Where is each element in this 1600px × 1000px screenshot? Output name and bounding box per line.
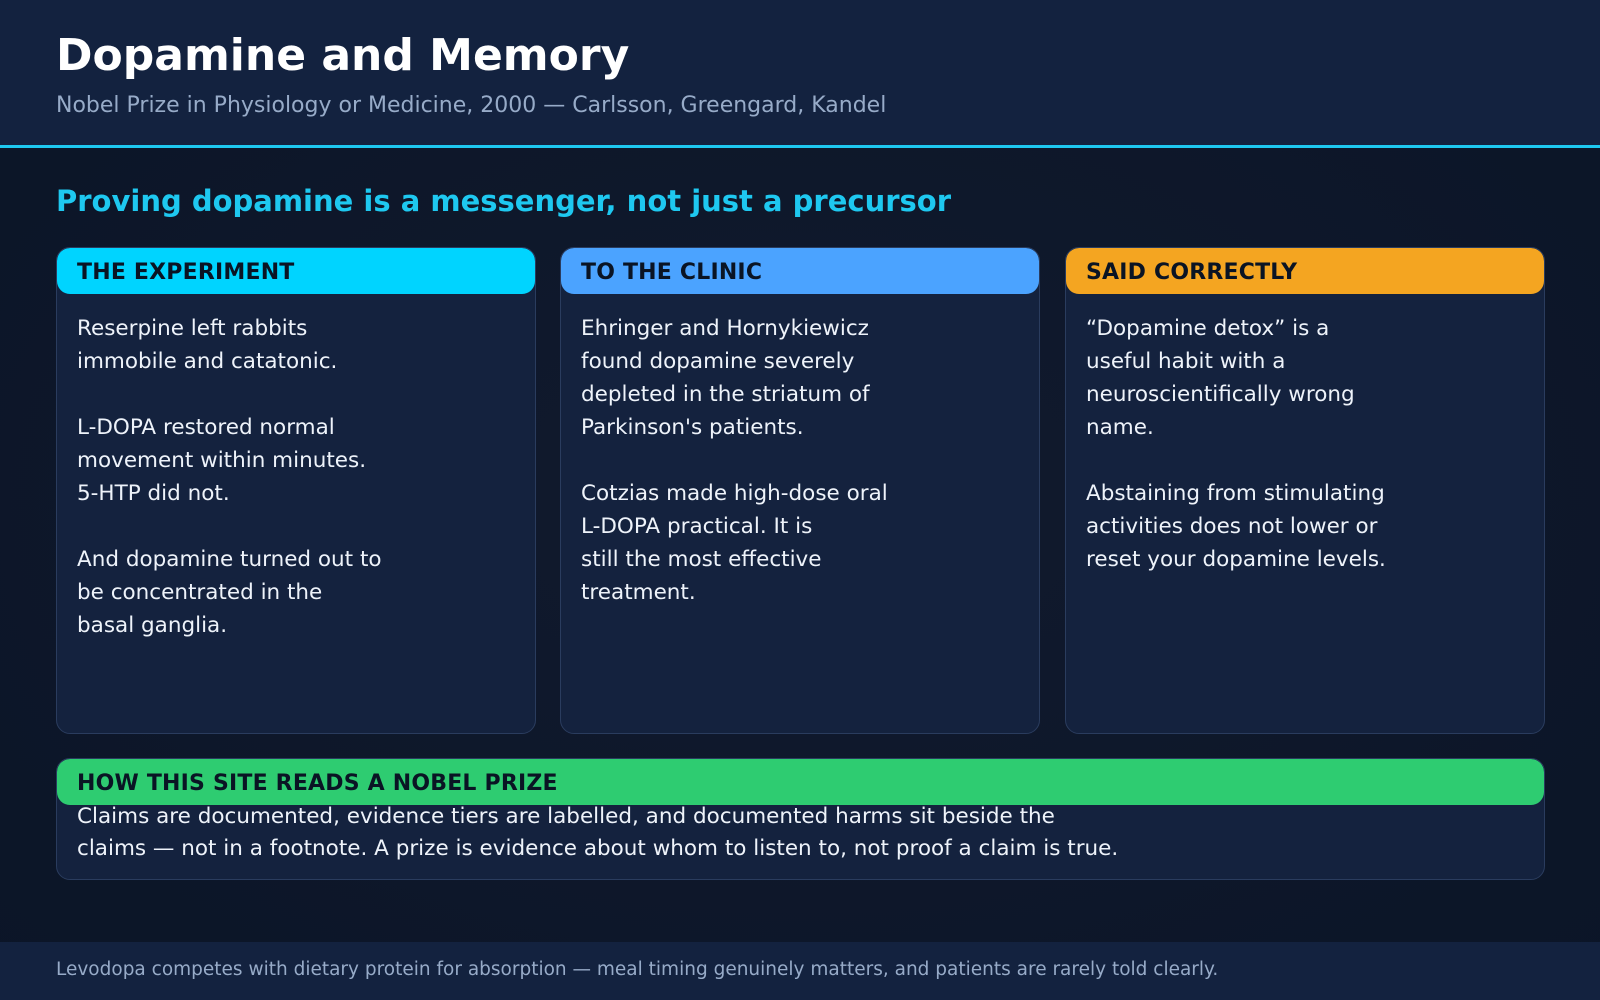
card-clinic-paragraph: Ehringer and Hornykiewicz found dopamine… (581, 316, 870, 440)
card-experiment: THE EXPERIMENT Reserpine left rabbits im… (56, 247, 536, 734)
card-nobel-reading-header: HOW THIS SITE READS A NOBEL PRIZE (57, 759, 1544, 805)
footer-note: Levodopa competes with dietary protein f… (56, 959, 1219, 980)
card-nobel-reading-body: Claims are documented, evidence tiers ar… (77, 804, 1119, 861)
card-clinic-title: TO THE CLINIC (581, 260, 763, 285)
card-experiment-header: THE EXPERIMENT (57, 248, 535, 294)
card-said-correctly-header: SAID CORRECTLY (1066, 248, 1544, 294)
card-experiment-paragraph: L-DOPA restored normal movement within m… (77, 415, 367, 506)
card-experiment-paragraph: Reserpine left rabbits immobile and cata… (77, 316, 338, 374)
card-said-correctly-title: SAID CORRECTLY (1086, 260, 1298, 285)
card-clinic-header: TO THE CLINIC (561, 248, 1039, 294)
card-said-correctly: SAID CORRECTLY “Dopamine detox” is a use… (1065, 247, 1545, 734)
card-experiment-title: THE EXPERIMENT (77, 260, 295, 285)
card-clinic: TO THE CLINIC Ehringer and Hornykiewicz … (560, 247, 1040, 734)
page-subtitle: Nobel Prize in Physiology or Medicine, 2… (56, 93, 887, 118)
card-said-correctly-paragraph: “Dopamine detox” is a useful habit with … (1086, 316, 1355, 440)
page-header: Dopamine and Memory Nobel Prize in Physi… (0, 0, 1600, 148)
card-experiment-paragraph: And dopamine turned out to be concentrat… (77, 547, 382, 638)
card-nobel-reading: HOW THIS SITE READS A NOBEL PRIZE Claims… (56, 758, 1545, 880)
page-title: Dopamine and Memory (56, 30, 630, 81)
section-heading: Proving dopamine is a messenger, not jus… (56, 184, 952, 218)
card-said-correctly-paragraph: Abstaining from stimulating activities d… (1086, 481, 1386, 572)
page-footer: Levodopa competes with dietary protein f… (0, 942, 1600, 1000)
card-clinic-paragraph: Cotzias made high-dose oral L-DOPA pract… (581, 481, 888, 605)
card-nobel-reading-title: HOW THIS SITE READS A NOBEL PRIZE (77, 771, 558, 796)
